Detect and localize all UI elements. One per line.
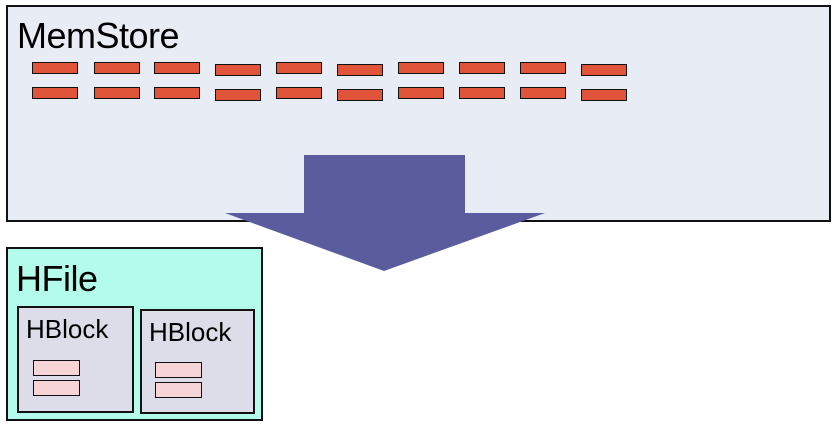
memstore-cell [398,87,444,99]
flush-arrow-shape [225,155,545,271]
hblock-cell [155,362,202,378]
memstore-cell [581,89,627,101]
memstore-cell [94,87,140,99]
memstore-cell [520,62,566,74]
memstore-cell [337,64,383,76]
hblock-label: HBlock [149,317,232,347]
memstore-cell [215,64,261,76]
hblock-2: HBlock [140,309,255,414]
memstore-cell [154,87,200,99]
memstore-cell [94,62,140,74]
memstore-cell [32,87,78,99]
hblock-cell [33,380,80,396]
memstore-cell [398,62,444,74]
memstore-cell [459,87,505,99]
memstore-cell [459,62,505,74]
hfile-title: HFile [16,258,98,299]
hfile-box: HFile HBlock HBlock [6,247,263,421]
hblock-cell [155,382,202,398]
memstore-cell [215,89,261,101]
memstore-cell [154,62,200,74]
hblock-label: HBlock [26,314,109,344]
memstore-cell [520,87,566,99]
memstore-cell [337,89,383,101]
memstore-cell [32,62,78,74]
memstore-title: MemStore [17,15,180,56]
hblock-cell [33,360,80,376]
memstore-cell [276,87,322,99]
hblock-1: HBlock [17,306,134,413]
memstore-cell [581,64,627,76]
memstore-cell [276,62,322,74]
